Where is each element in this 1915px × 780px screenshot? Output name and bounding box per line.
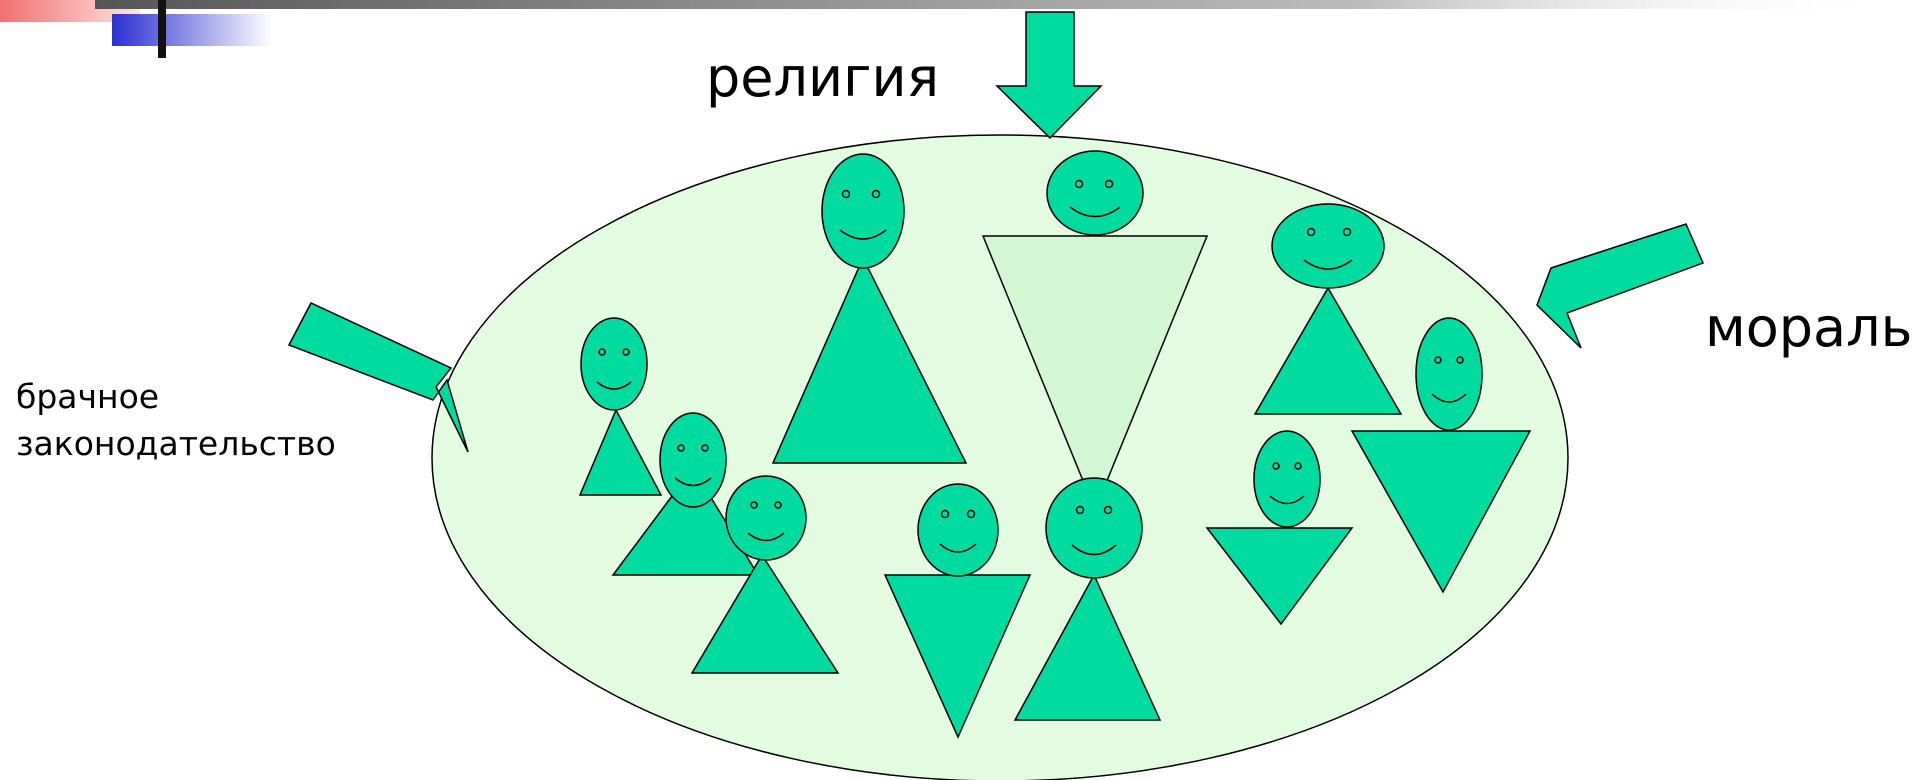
person-figure [1205, 430, 1354, 626]
person-figure [981, 150, 1209, 512]
marriage-law-label-line2: законодательство [16, 424, 336, 463]
person-figure [690, 475, 840, 674]
person-figure [1253, 203, 1403, 415]
person-figure [883, 483, 1032, 739]
marriage-law-label-line1: брачное [16, 377, 159, 416]
header-blue-block [112, 14, 272, 46]
header-decoration [0, 0, 1895, 58]
morality-label: мораль [1705, 296, 1912, 359]
religion-label: религия [706, 46, 939, 109]
religion-arrow-icon [995, 11, 1103, 140]
person-figure [578, 317, 663, 496]
header-rule [95, 0, 1895, 9]
person-figure [771, 153, 968, 464]
marriage-law-arrow-icon [287, 302, 469, 453]
person-figure [1350, 317, 1532, 594]
morality-arrow-icon [1536, 223, 1705, 349]
header-vertical-bar [158, 0, 166, 58]
person-figure [1013, 477, 1162, 721]
